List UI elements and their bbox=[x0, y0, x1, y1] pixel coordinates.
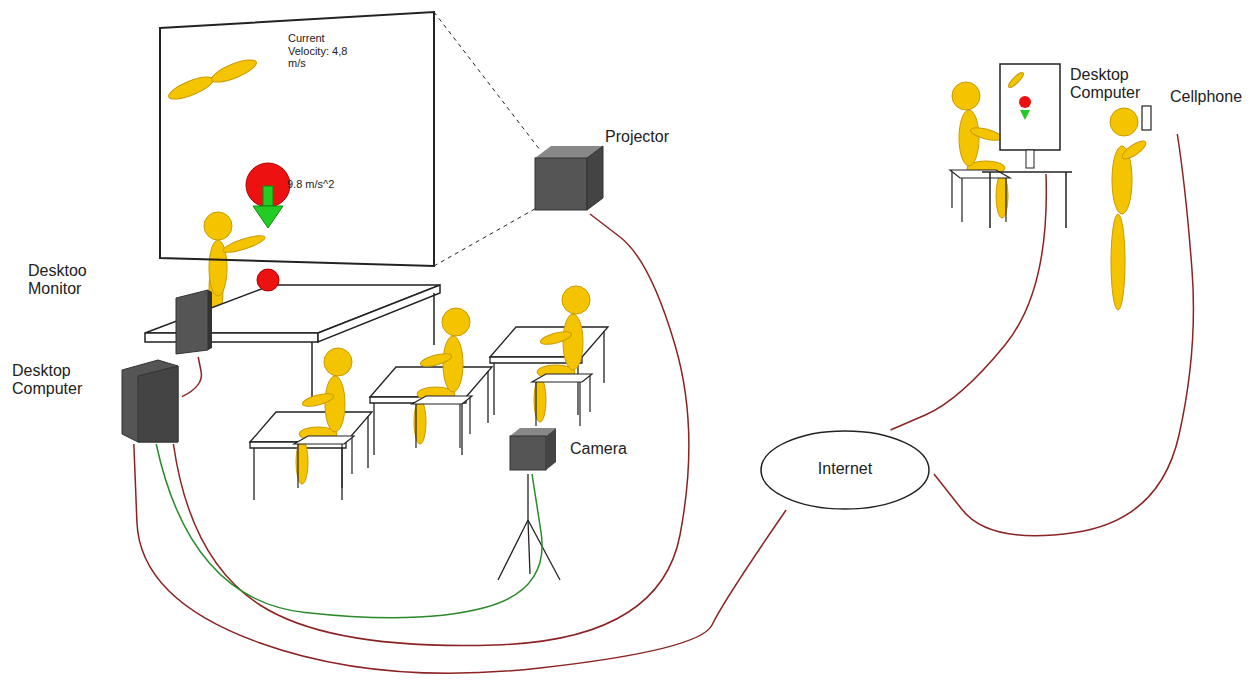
phone-user-part bbox=[1111, 214, 1125, 310]
projector: Projector bbox=[533, 126, 723, 214]
node-label: Camera bbox=[570, 440, 627, 458]
students-part bbox=[532, 286, 592, 426]
projection-screen-shape-part bbox=[246, 163, 290, 207]
student-desks-part bbox=[373, 403, 374, 455]
student-desks-part bbox=[487, 371, 488, 423]
remote-desktop-shape-part bbox=[1007, 71, 1025, 89]
remote-desktop-shape-part bbox=[1000, 64, 1060, 150]
remote-desk-part bbox=[989, 172, 991, 228]
student-desks-part bbox=[367, 416, 368, 468]
desktop-monitor: Desktoo Monitor bbox=[28, 262, 213, 357]
node-label: Desktop Computer bbox=[12, 362, 82, 399]
projection-screen-shape-part bbox=[160, 12, 434, 266]
projection-screen-shape-part bbox=[253, 206, 283, 228]
cable bbox=[891, 174, 1047, 430]
node-label: Projector bbox=[605, 128, 669, 146]
students-part bbox=[294, 348, 354, 488]
student-desks-part bbox=[253, 448, 254, 500]
student-desks-part bbox=[493, 363, 494, 415]
camera-tripod-part bbox=[528, 520, 560, 580]
node-label: Desktop Computer bbox=[1070, 66, 1140, 103]
projector-shape-part bbox=[587, 146, 603, 210]
teacher-table-part bbox=[311, 342, 313, 398]
student-desks bbox=[250, 327, 608, 500]
projection-screen: Current Velocity: 4,8 m/s 9.8 m/s^2 bbox=[156, 10, 436, 268]
projection-screen-shape-part bbox=[166, 73, 216, 104]
desktop-computer-shape-part bbox=[138, 366, 178, 442]
node-label: 9.8 m/s^2 bbox=[287, 178, 334, 191]
internet-cloud-shape-part bbox=[761, 431, 929, 509]
camera-shape-part bbox=[510, 436, 546, 470]
cellphone-shape-part bbox=[1142, 106, 1151, 130]
student-desks-part bbox=[577, 363, 578, 415]
remote-desktop-shape-part bbox=[1026, 150, 1034, 168]
projection-screen-shape-part bbox=[209, 56, 259, 87]
internet-cloud: Internet bbox=[760, 430, 934, 510]
cable bbox=[934, 134, 1193, 536]
node-label: Desktoo Monitor bbox=[28, 262, 87, 299]
teacher-table-part bbox=[318, 285, 440, 342]
cable bbox=[173, 214, 688, 646]
projection-beam-part bbox=[434, 12, 540, 150]
node-label: Internet bbox=[760, 460, 930, 478]
remote-desk-part bbox=[982, 171, 1072, 173]
desktop-computer: Desktop Computer bbox=[10, 358, 182, 444]
node-label: Cellphone bbox=[1170, 88, 1242, 106]
phone-user bbox=[1110, 108, 1148, 310]
projection-screen-shape-part bbox=[263, 186, 273, 206]
student-desks-part bbox=[603, 331, 604, 383]
cellphone: Cellphone bbox=[1136, 88, 1254, 134]
remote-desk-part bbox=[1065, 172, 1067, 228]
camera-tripod-part bbox=[528, 520, 530, 574]
teacher-table-part bbox=[145, 333, 318, 342]
camera-tripod-part bbox=[527, 474, 528, 520]
phone-user-part bbox=[1120, 138, 1149, 162]
teacher-figure-part bbox=[204, 212, 232, 240]
projector-shape-part bbox=[535, 158, 587, 210]
students bbox=[294, 286, 592, 488]
remote-desktop-shape-part bbox=[1020, 110, 1030, 120]
camera-tripod bbox=[498, 474, 560, 580]
desktop-computer-shape-part bbox=[122, 360, 178, 442]
students-part bbox=[412, 308, 472, 448]
teacher-table-part bbox=[257, 269, 279, 291]
cable bbox=[156, 444, 542, 618]
projection-beam bbox=[434, 12, 540, 266]
cable bbox=[134, 444, 786, 673]
camera-tripod-part bbox=[498, 520, 528, 580]
desktop-monitor-shape-part bbox=[208, 290, 212, 350]
projection-beam-part bbox=[434, 206, 540, 266]
cable bbox=[182, 357, 201, 397]
node-label: Current Velocity: 4,8 m/s bbox=[288, 32, 348, 70]
teacher-table-part bbox=[433, 293, 435, 345]
camera-shape-part bbox=[546, 428, 556, 470]
remote-desktop: Desktop Computer bbox=[998, 62, 1158, 174]
desktop-monitor-shape-part bbox=[176, 290, 208, 354]
phone-user-part bbox=[1110, 108, 1138, 136]
camera: Camera bbox=[508, 426, 668, 474]
remote-desktop-shape-part bbox=[1019, 96, 1031, 108]
student-desks-part bbox=[461, 403, 462, 455]
